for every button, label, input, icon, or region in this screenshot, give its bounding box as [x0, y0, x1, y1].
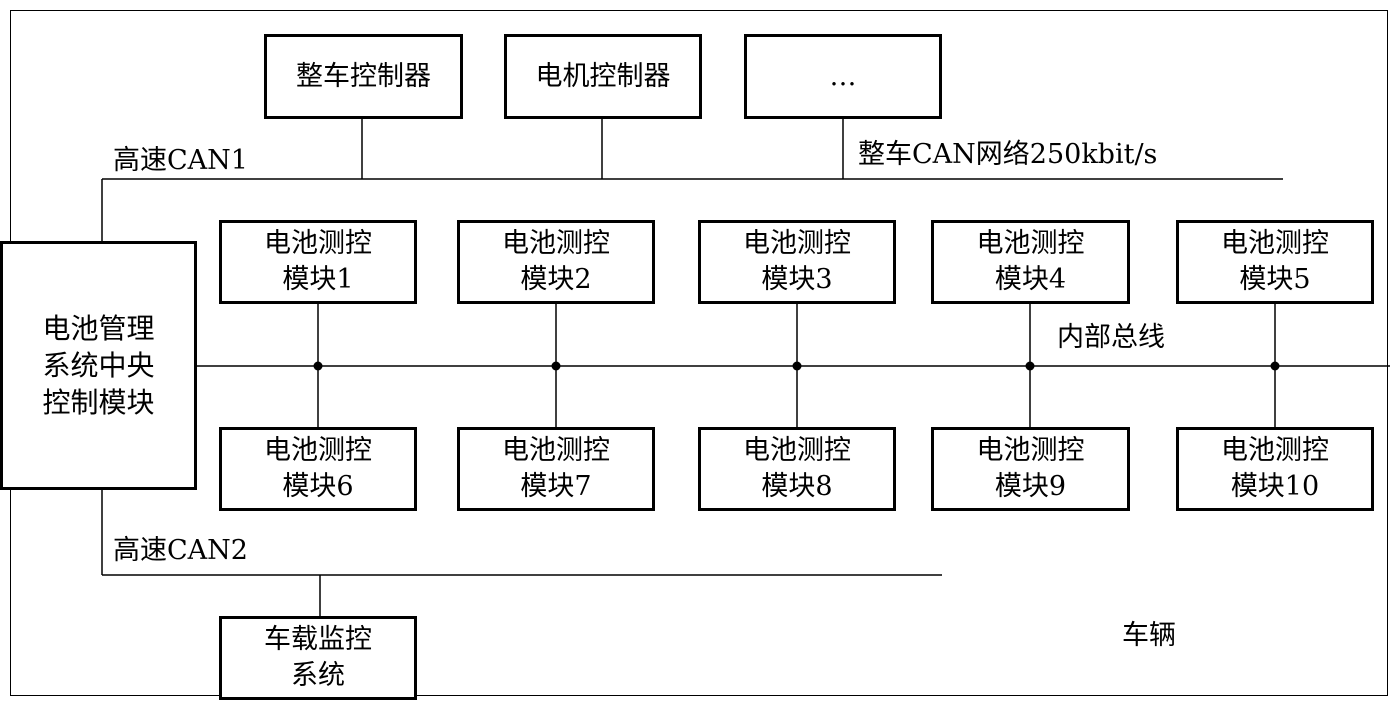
- battery-module-7-box: 电池测控 模块7: [457, 427, 655, 511]
- junction-dot-2: [551, 361, 561, 371]
- motor-controller-box: 电机控制器: [504, 34, 702, 119]
- bms-central-module-box: 电池管理 系统中央 控制模块: [0, 241, 197, 490]
- vehicle-monitor-line1: 车载监控: [264, 624, 372, 655]
- battery-module-9-line2: 模块9: [994, 471, 1067, 502]
- battery-module-4-box: 电池测控 模块4: [931, 220, 1130, 304]
- ellipsis-node-box: …: [744, 34, 942, 119]
- battery-module-10-box: 电池测控 模块10: [1176, 427, 1374, 511]
- junction-dot-4: [1025, 361, 1035, 371]
- battery-module-8-box: 电池测控 模块8: [698, 427, 896, 511]
- battery-module-7-line2: 模块7: [520, 471, 592, 502]
- battery-module-2-line1: 电池测控: [502, 228, 610, 259]
- battery-module-4-line1: 电池测控: [976, 228, 1085, 259]
- battery-module-8-line2: 模块8: [761, 471, 833, 502]
- ellipsis-node-label: …: [829, 60, 857, 92]
- vehicle-controller-box: 整车控制器: [264, 34, 463, 119]
- vehicle-label: 车辆: [1122, 620, 1176, 651]
- battery-module-6-line1: 电池测控: [264, 435, 372, 466]
- junction-dot-5: [1270, 361, 1280, 371]
- battery-module-2-line2: 模块2: [520, 264, 592, 295]
- battery-module-5-box: 电池测控 模块5: [1176, 220, 1374, 304]
- battery-module-1-line1: 电池测控: [264, 228, 372, 259]
- vehicle-can-label: 整车CAN网络250kbit/s: [858, 139, 1158, 170]
- motor-controller-label: 电机控制器: [535, 60, 671, 92]
- battery-module-5-line2: 模块5: [1239, 264, 1311, 295]
- junction-dot-1: [313, 361, 323, 371]
- bms-central-line-1: 电池管理: [42, 312, 155, 345]
- battery-module-10-line1: 电池测控: [1221, 435, 1329, 466]
- battery-module-1-box: 电池测控 模块1: [219, 220, 417, 304]
- battery-module-9-box: 电池测控 模块9: [931, 427, 1130, 511]
- bms-central-line-3: 控制模块: [42, 386, 155, 419]
- vehicle-monitor-line2: 系统: [291, 660, 345, 691]
- battery-module-8-line1: 电池测控: [743, 435, 851, 466]
- internal-bus-label: 内部总线: [1057, 322, 1165, 353]
- battery-module-10-line2: 模块10: [1230, 471, 1320, 502]
- battery-module-5-line1: 电池测控: [1221, 228, 1329, 259]
- bms-central-line-2: 系统中央: [42, 349, 155, 382]
- can1-label: 高速CAN1: [113, 145, 248, 176]
- battery-module-3-line2: 模块3: [761, 264, 833, 295]
- battery-module-9-line1: 电池测控: [976, 435, 1085, 466]
- battery-module-2-box: 电池测控 模块2: [457, 220, 655, 304]
- battery-module-6-line2: 模块6: [282, 471, 354, 502]
- junction-dot-3: [792, 361, 802, 371]
- vehicle-controller-label: 整车控制器: [296, 60, 431, 92]
- battery-module-6-box: 电池测控 模块6: [219, 427, 417, 511]
- battery-module-4-line2: 模块4: [994, 264, 1067, 295]
- vehicle-monitor-box: 车载监控 系统: [219, 616, 417, 700]
- battery-module-1-line2: 模块1: [282, 264, 354, 295]
- battery-module-3-box: 电池测控 模块3: [698, 220, 896, 304]
- battery-module-3-line1: 电池测控: [743, 228, 851, 259]
- can2-label: 高速CAN2: [113, 535, 248, 566]
- battery-module-7-line1: 电池测控: [502, 435, 610, 466]
